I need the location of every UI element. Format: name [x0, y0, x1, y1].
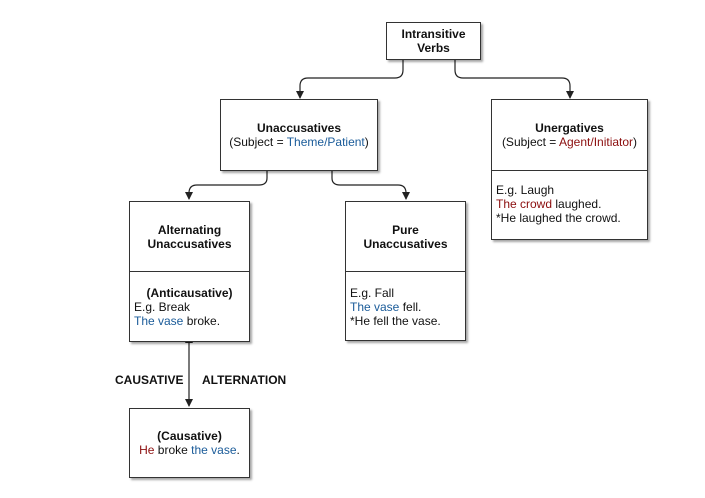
example-sentence: The crowd laughed.: [496, 197, 602, 211]
example-sentence: He broke the vase.: [139, 443, 240, 457]
node-title-line1: Alternating: [157, 222, 222, 237]
node-pure-unaccusatives: Pure Unaccusatives E.g. Fall The vase fe…: [345, 201, 466, 341]
node-title-line1: Pure: [392, 222, 419, 237]
node-causative: (Causative) He broke the vase.: [129, 408, 250, 478]
node-title-line1: Intransitive: [401, 27, 466, 41]
node-unergatives: Unergatives (Subject = Agent/Initiator) …: [491, 99, 648, 240]
edge-root-unaccusatives: [296, 60, 404, 99]
ungrammatical-example: *He fell the vase.: [350, 314, 441, 328]
node-title: Unaccusatives: [256, 121, 342, 135]
anticausative-label: (Anticausative): [146, 286, 233, 300]
subject-role-line: (Subject = Agent/Initiator): [501, 135, 638, 149]
example-sentence: The vase fell.: [350, 300, 422, 314]
node-alternating-unaccusatives: Alternating Unaccusatives (Anticausative…: [129, 201, 250, 342]
example-label: E.g. Laugh: [496, 183, 555, 197]
edge-label-causative: CAUSATIVE: [115, 373, 184, 387]
node-title: Unergatives: [535, 121, 604, 135]
node-title-line2: Unaccusatives: [363, 236, 448, 251]
node-title-line2: Verbs: [417, 41, 450, 55]
node-intransitive-verbs: Intransitive Verbs: [386, 22, 481, 60]
edge-label-alternation: ALTERNATION: [202, 373, 287, 387]
example-sentence: The vase broke.: [134, 314, 221, 328]
edge-unaccusatives-alternating: [185, 171, 268, 200]
edge-unaccusatives-pure: [331, 171, 410, 200]
edge-root-unergatives: [454, 60, 574, 99]
ungrammatical-example: *He laughed the crowd.: [496, 211, 621, 225]
example-label: E.g. Break: [134, 300, 191, 314]
example-label: E.g. Fall: [350, 286, 395, 300]
subject-role-line: (Subject = Theme/Patient): [229, 135, 369, 149]
node-unaccusatives: Unaccusatives (Subject = Theme/Patient): [220, 99, 378, 171]
node-title: (Causative): [157, 429, 222, 443]
node-title-line2: Unaccusatives: [147, 236, 232, 251]
